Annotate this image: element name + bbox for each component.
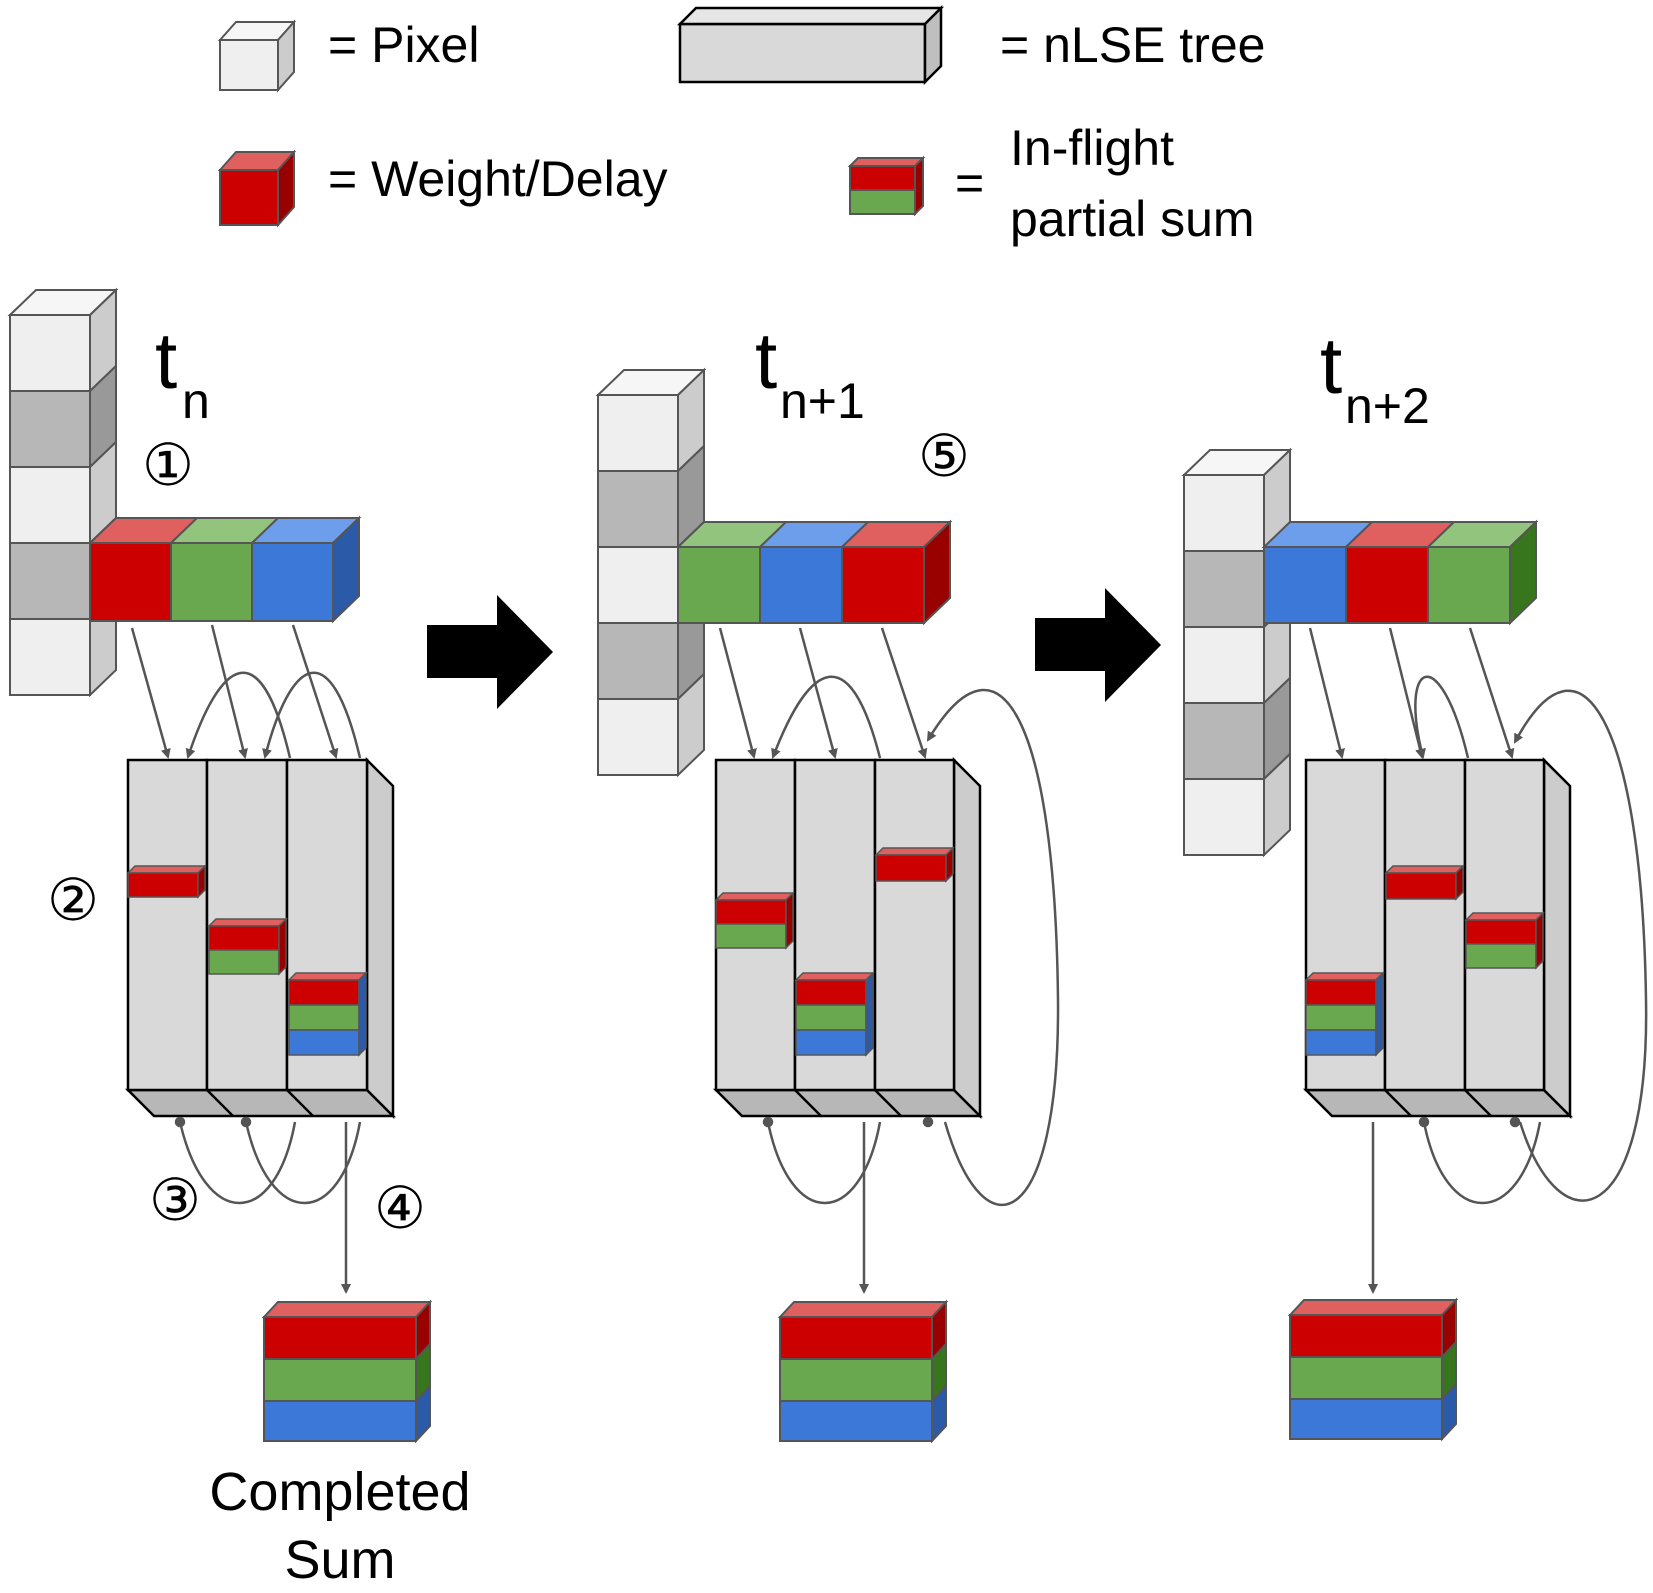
partial-sum-legend-line2: partial sum <box>1010 191 1255 247</box>
marker-2: ② <box>47 868 99 933</box>
partial-sum-legend-stack <box>847 155 926 217</box>
partial-sum-rgb <box>794 971 875 1057</box>
transition-arrow-2 <box>1035 588 1161 702</box>
weight-row <box>1261 519 1539 626</box>
transition-arrow-1 <box>427 595 553 709</box>
feedback-loops <box>174 1116 362 1294</box>
pixel-legend-label: = Pixel <box>328 17 479 73</box>
weight-legend-label: = Weight/Delay <box>328 151 668 207</box>
partial-sum-rg <box>714 891 795 950</box>
stage-tn: t n ① <box>7 287 471 1590</box>
stage-tn1: t n+1 ⑤ <box>595 316 1060 1444</box>
arrows-weight-to-tree <box>130 624 362 759</box>
partial-sum-r <box>874 846 955 883</box>
time-label-base: t <box>755 316 777 405</box>
partial-sum-legend-eq: = <box>955 155 984 211</box>
pixel-column <box>7 287 119 698</box>
pixel-legend-cube <box>217 19 297 93</box>
marker-3: ③ <box>149 1168 201 1233</box>
partial-sum-rgb <box>1304 971 1385 1057</box>
tree-legend-label: = nLSE tree <box>1000 17 1265 73</box>
partial-sum-rg <box>207 917 288 976</box>
marker-5: ⑤ <box>918 424 970 489</box>
completed-sum <box>1287 1297 1459 1442</box>
partial-sum-rgb <box>287 971 368 1057</box>
weight-row <box>87 515 362 624</box>
legend: = Pixel = nLSE tree = Weight/Delay = In-… <box>217 4 1265 247</box>
time-label-sub: n+2 <box>1345 378 1430 434</box>
partial-sum-r <box>1384 864 1465 901</box>
partial-sum-legend-line1: In-flight <box>1010 120 1174 176</box>
weight-row <box>675 519 953 626</box>
completed-label-line2: Sum <box>284 1530 395 1590</box>
arrows-weight-to-tree <box>1308 627 1648 1202</box>
tree-legend-bar <box>676 4 945 86</box>
completed-sum <box>261 1299 433 1444</box>
in-flight-partial-sums <box>714 846 955 1057</box>
time-label-sub: n+1 <box>780 373 865 429</box>
partial-sum-rg <box>1464 911 1545 970</box>
marker-1: ① <box>142 433 194 498</box>
pixel-column <box>1181 447 1293 858</box>
stage-tn2: t n+2 <box>1181 321 1648 1442</box>
in-flight-partial-sums <box>126 864 368 1057</box>
completed-sum <box>777 1299 949 1444</box>
time-label-base: t <box>155 316 177 405</box>
partial-sum-r <box>126 864 207 899</box>
weight-legend-cube <box>217 149 297 228</box>
in-flight-partial-sums <box>1304 864 1545 1057</box>
time-label-base: t <box>1320 321 1342 410</box>
arrows-weight-to-tree <box>718 627 1060 1207</box>
feedback-loops <box>1368 1116 1542 1294</box>
marker-4: ④ <box>374 1176 426 1241</box>
time-label-sub: n <box>182 373 210 429</box>
completed-label-line1: Completed <box>209 1462 470 1522</box>
feedback-loops <box>762 1116 934 1294</box>
